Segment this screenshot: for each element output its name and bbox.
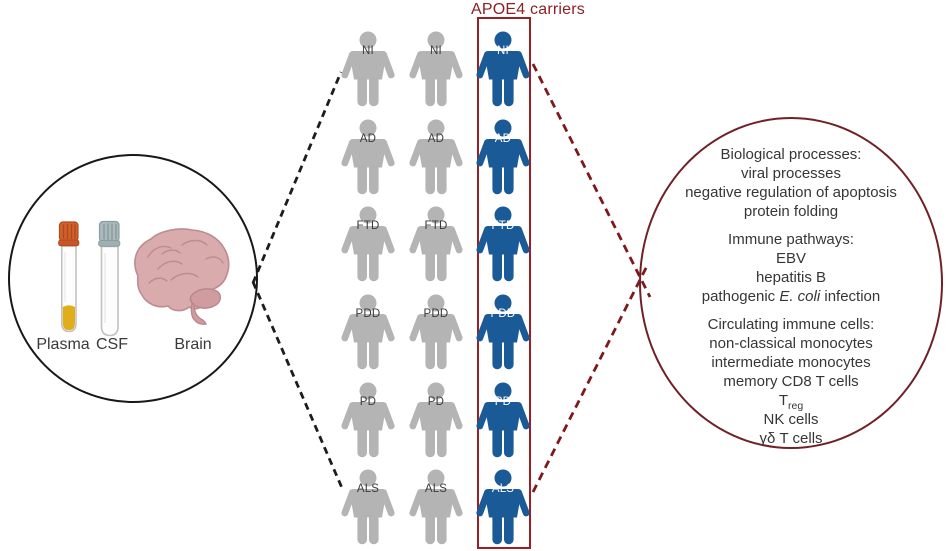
- person-group-label: AD: [427, 133, 445, 145]
- person-group-label: ALS: [491, 483, 515, 495]
- person-icon: PDD: [340, 293, 396, 371]
- person-icon: NI: [408, 30, 464, 108]
- person-icon: ALS: [408, 468, 464, 546]
- person-group-label: PDD: [355, 308, 381, 320]
- person-icon-apoe4: PDD: [475, 293, 531, 371]
- finding-item-treg: Treg: [641, 391, 941, 412]
- finding-item: protein folding: [743, 203, 839, 220]
- person-group-label: NI: [362, 45, 374, 57]
- section-title: Immune pathways:: [728, 231, 854, 248]
- finding-item: memory CD8 T cells: [723, 373, 859, 390]
- person-group-label: ALS: [356, 483, 380, 495]
- black-dash-top: [251, 71, 343, 284]
- finding-item: NK cells: [763, 411, 819, 428]
- apoe4-carriers-title: APOE4 carriers: [471, 1, 585, 18]
- person-glyph: [408, 118, 464, 196]
- person-glyph: [340, 293, 396, 371]
- person-group-label: PD: [359, 396, 377, 408]
- finding-item: hepatitis B: [755, 269, 827, 286]
- person-group-label: PDD: [423, 308, 449, 320]
- sample-types-circle: Plasma CSF Brain: [8, 154, 258, 403]
- person-group-label: NI: [430, 45, 442, 57]
- apoe4-carriers-box: [477, 17, 531, 549]
- person-group-label: FTD: [491, 220, 515, 232]
- finding-item-ecoli: pathogenic E. coli infection: [641, 287, 941, 306]
- plasma-tube-icon: [58, 221, 80, 333]
- ecoli-italic: E. coli: [779, 288, 821, 305]
- person-glyph: [475, 293, 531, 371]
- ecoli-prefix: pathogenic: [701, 288, 780, 305]
- csf-label: CSF: [96, 336, 128, 353]
- plasma-label: Plasma: [36, 336, 90, 353]
- person-glyph: [408, 293, 464, 371]
- person-group-label: AD: [494, 133, 512, 145]
- person-glyph: [475, 468, 531, 546]
- person-glyph: [408, 381, 464, 459]
- finding-item: negative regulation of apoptosis: [685, 184, 897, 201]
- person-icon-apoe4: PD: [475, 381, 531, 459]
- person-glyph: [340, 30, 396, 108]
- biological-processes-section: Biological processes: viral processes ne…: [641, 145, 941, 221]
- person-group-label: FTD: [424, 220, 448, 232]
- finding-item: γδ T cells: [759, 430, 823, 447]
- person-glyph: [340, 468, 396, 546]
- person-glyph: [340, 205, 396, 283]
- specimen-illustration: [58, 220, 230, 337]
- person-icon: FTD: [408, 205, 464, 283]
- finding-item: non-classical monocytes: [709, 335, 873, 352]
- person-glyph: [475, 30, 531, 108]
- person-icon-apoe4: AD: [475, 118, 531, 196]
- person-icon-apoe4: NI: [475, 30, 531, 108]
- person-icon: NI: [340, 30, 396, 108]
- person-glyph: [475, 381, 531, 459]
- person-group-label: AD: [359, 133, 377, 145]
- treg-base: T: [778, 392, 788, 409]
- ecoli-suffix: infection: [820, 288, 881, 305]
- person-icon-apoe4: FTD: [475, 205, 531, 283]
- immune-pathways-section: Immune pathways: EBV hepatitis B pathoge…: [641, 230, 941, 306]
- treg-subscript: reg: [787, 400, 804, 412]
- person-glyph: [475, 205, 531, 283]
- person-group-label: PD: [494, 396, 512, 408]
- black-dash-bottom: [251, 281, 344, 489]
- findings-circle: Biological processes: viral processes ne…: [639, 117, 943, 449]
- brain-label: Brain: [174, 336, 212, 353]
- person-icon: PDD: [408, 293, 464, 371]
- brain-icon: [134, 228, 230, 325]
- person-glyph: [408, 205, 464, 283]
- person-group-label: NI: [497, 45, 509, 57]
- person-glyph: [340, 118, 396, 196]
- person-icon: PD: [340, 381, 396, 459]
- person-glyph: [408, 30, 464, 108]
- csf-tube-icon: [98, 220, 121, 337]
- person-icon: AD: [408, 118, 464, 196]
- person-icon: AD: [340, 118, 396, 196]
- person-glyph: [408, 468, 464, 546]
- person-group-label: FTD: [356, 220, 380, 232]
- person-group-label: ALS: [424, 483, 448, 495]
- maroon-dash-top: [531, 63, 652, 298]
- section-title: Circulating immune cells:: [707, 316, 875, 333]
- person-icon: FTD: [340, 205, 396, 283]
- circulating-immune-cells-section: Circulating immune cells: non-classical …: [641, 315, 941, 448]
- person-glyph: [340, 381, 396, 459]
- person-group-label: PD: [427, 396, 445, 408]
- finding-item: viral processes: [740, 165, 842, 182]
- person-icon-apoe4: ALS: [475, 468, 531, 546]
- person-icon: ALS: [340, 468, 396, 546]
- maroon-dash-bottom: [531, 263, 650, 493]
- finding-item: intermediate monocytes: [711, 354, 871, 371]
- finding-item: EBV: [775, 250, 806, 267]
- person-group-label: PDD: [490, 308, 516, 320]
- person-icon: PD: [408, 381, 464, 459]
- section-title: Biological processes:: [720, 146, 862, 163]
- person-glyph: [475, 118, 531, 196]
